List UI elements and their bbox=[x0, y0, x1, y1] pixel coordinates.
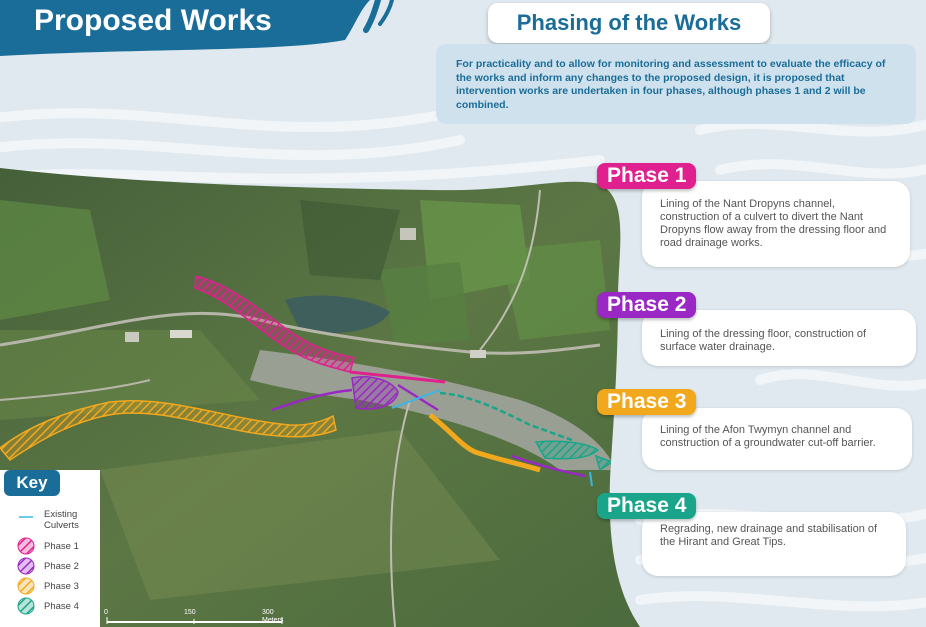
intro-text: For practicality and to allow for monito… bbox=[456, 58, 886, 111]
phase-4-card bbox=[642, 512, 906, 576]
hatched-circle-icon bbox=[17, 597, 35, 615]
phase-2-description: Lining of the dressing floor, constructi… bbox=[660, 328, 867, 353]
key-label-existing-culverts: Existing Culverts bbox=[44, 509, 79, 531]
key-label-phase-2: Phase 2 bbox=[44, 561, 79, 572]
scale-tick-150: 150 bbox=[184, 609, 196, 616]
scale-tick-0: 0 bbox=[104, 609, 108, 616]
key-panel bbox=[0, 470, 100, 627]
key-label-phase-3: Phase 3 bbox=[44, 581, 79, 592]
scale-unit: Meters bbox=[262, 617, 284, 624]
key-title: Key bbox=[4, 470, 60, 496]
scale-bar bbox=[106, 617, 283, 624]
hatched-circle-icon bbox=[17, 577, 35, 595]
line-icon bbox=[19, 516, 33, 518]
key-label-phase-1: Phase 1 bbox=[44, 541, 79, 552]
phase-2-label: Phase 2 bbox=[597, 292, 697, 318]
phase-4-description: Regrading, new drainage and stabilisatio… bbox=[660, 523, 878, 548]
page-title: Proposed Works bbox=[34, 4, 272, 37]
hatched-circle-icon bbox=[17, 537, 35, 555]
phase-2-card bbox=[642, 310, 916, 366]
phase-1-label: Phase 1 bbox=[597, 163, 697, 189]
intro-panel: For practicality and to allow for monito… bbox=[436, 44, 916, 124]
key-label-phase-4: Phase 4 bbox=[44, 601, 79, 612]
phasing-title: Phasing of the Works bbox=[488, 3, 770, 43]
phase-1-card bbox=[642, 181, 910, 267]
phase-3-label: Phase 3 bbox=[597, 389, 697, 415]
scale-tick-300: 300 bbox=[262, 609, 274, 616]
phase-3-card bbox=[642, 408, 912, 470]
hatched-circle-icon bbox=[17, 557, 35, 575]
phase-1-description: Lining of the Nant Dropyns channel, cons… bbox=[660, 198, 887, 249]
phase-3-description: Lining of the Afon Twymyn channel and co… bbox=[660, 424, 876, 449]
title-banner bbox=[0, 0, 394, 56]
phase-4-label: Phase 4 bbox=[597, 493, 697, 519]
